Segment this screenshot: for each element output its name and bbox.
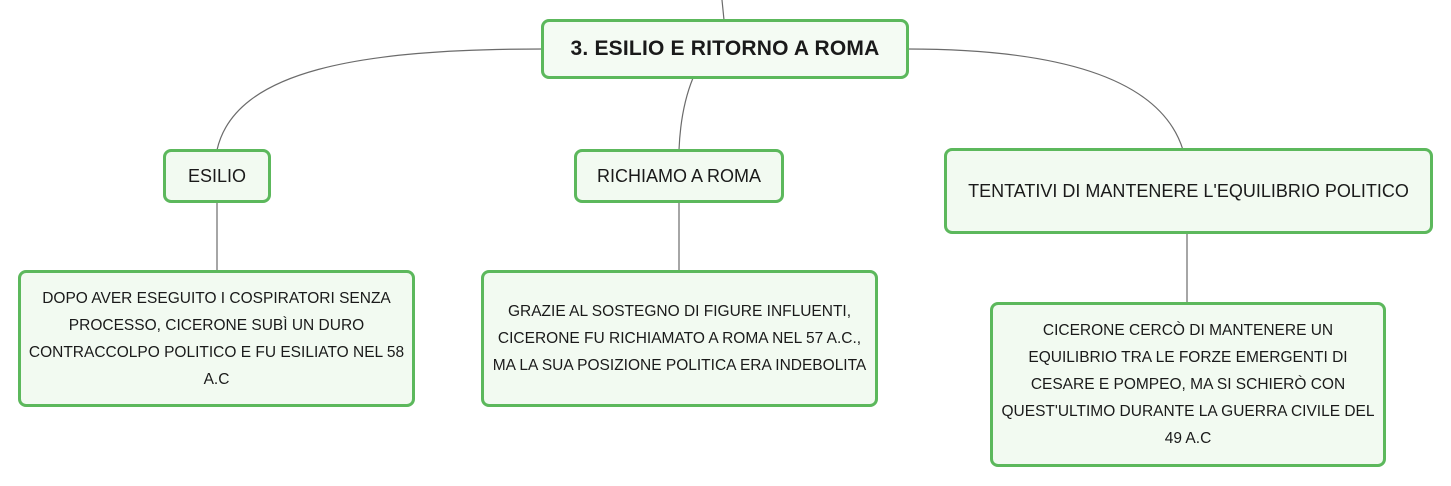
root-topic-label: 3. ESILIO E RITORNO A ROMA bbox=[570, 37, 880, 60]
branch-label-richiamo: RICHIAMO A ROMA bbox=[596, 165, 762, 186]
detail-text-tentativi: CICERONE CERCÒ DI MANTENERE UN EQUILIBRI… bbox=[1001, 322, 1375, 447]
branch-node-tentativi[interactable]: TENTATIVI DI MANTENERE L'EQUILIBRIO POLI… bbox=[944, 148, 1433, 234]
connector-root-esilio bbox=[216, 48, 544, 151]
branch-label-esilio: ESILIO bbox=[187, 165, 247, 186]
detail-node-esilio[interactable]: DOPO AVER ESEGUITO I COSPIRATORI SENZA P… bbox=[18, 270, 415, 407]
branch-node-richiamo[interactable]: RICHIAMO A ROMA bbox=[574, 149, 784, 203]
detail-text-esilio: DOPO AVER ESEGUITO I COSPIRATORI SENZA P… bbox=[28, 289, 405, 388]
branch-node-esilio[interactable]: ESILIO bbox=[163, 149, 271, 203]
connector-root-richiamo bbox=[678, 77, 694, 151]
branch-label-tentativi: TENTATIVI DI MANTENERE L'EQUILIBRIO POLI… bbox=[968, 180, 1409, 201]
detail-text-richiamo: GRAZIE AL SOSTEGNO DI FIGURE INFLUENTI, … bbox=[492, 303, 867, 374]
detail-node-tentativi[interactable]: CICERONE CERCÒ DI MANTENERE UN EQUILIBRI… bbox=[990, 302, 1386, 467]
root-topic-node[interactable]: 3. ESILIO E RITORNO A ROMA bbox=[541, 19, 909, 79]
connector-root-tentativi bbox=[906, 48, 1184, 151]
connector-parent-root bbox=[721, 0, 725, 21]
detail-node-richiamo[interactable]: GRAZIE AL SOSTEGNO DI FIGURE INFLUENTI, … bbox=[481, 270, 878, 407]
